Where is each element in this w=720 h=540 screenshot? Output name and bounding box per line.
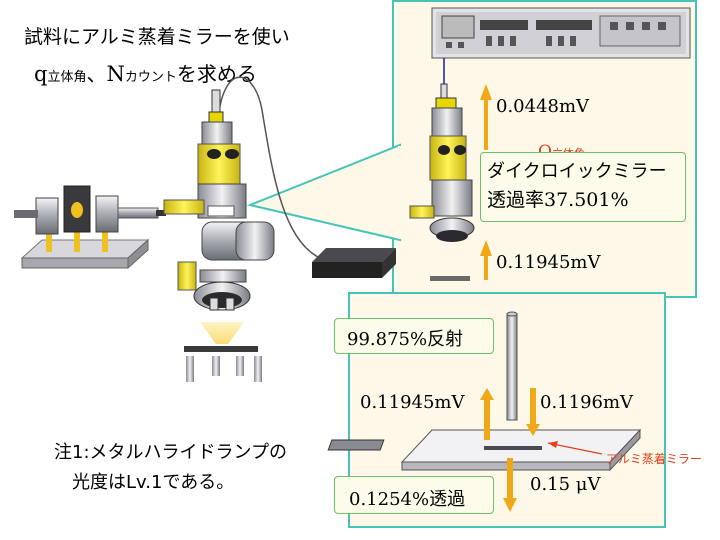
note-line-2: 光度はLv.1である。 [72, 472, 235, 493]
title-line-2: q立体角、Nカウントを求める [34, 58, 257, 87]
transmitted-value-label: 0.15 μV [530, 474, 601, 495]
incident-value-label: 0.1196mV [540, 392, 634, 413]
aluminum-mirror-label: アルミ蒸着ミラー [606, 452, 702, 466]
lower-input-arrow [480, 240, 492, 280]
transmit-label: 0.1254%透過 [349, 489, 466, 510]
incident-arrow [526, 388, 540, 436]
callout-pointer [246, 143, 401, 242]
detector-instrument [431, 7, 691, 59]
n-subscript: カウント [124, 70, 177, 85]
q-symbol: q [34, 62, 48, 86]
title-line-1: 試料にアルミ蒸着ミラーを使い [24, 26, 290, 48]
microscope-main [163, 76, 321, 382]
lower-value-label: 0.11945mV [496, 252, 601, 273]
n-symbol: N [106, 62, 125, 86]
controller-box [312, 248, 396, 278]
q-subscript: 立体角 [47, 70, 87, 85]
note-line-1: 注1:メタルハライドランプの [54, 442, 287, 463]
separator: 、 [86, 62, 107, 86]
sample-stage [327, 428, 642, 472]
transmitted-arrow [503, 458, 517, 512]
upper-value-label: 0.0448mV [496, 96, 590, 117]
reflect-label: 99.875%反射 [347, 329, 464, 350]
reflect-label-box: 99.875%反射 [334, 318, 494, 354]
probe-rod [506, 311, 518, 421]
dichroic-mirror-box: ダイクロイックミラー 透過率37.501% [480, 152, 686, 222]
reflected-arrow [480, 388, 494, 440]
upper-transmit-arrow [480, 84, 492, 150]
dichroic-mirror-name: ダイクロイックミラー [487, 161, 667, 182]
title-tail: を求める [176, 62, 257, 86]
transmit-label-box: 0.1254%透過 [334, 476, 494, 514]
dichroic-transmittance: 透過率37.501% [487, 189, 629, 211]
microscope-zoomed [409, 83, 475, 281]
reflected-value-label: 0.11945mV [360, 392, 465, 413]
light-source-bench [14, 185, 166, 270]
